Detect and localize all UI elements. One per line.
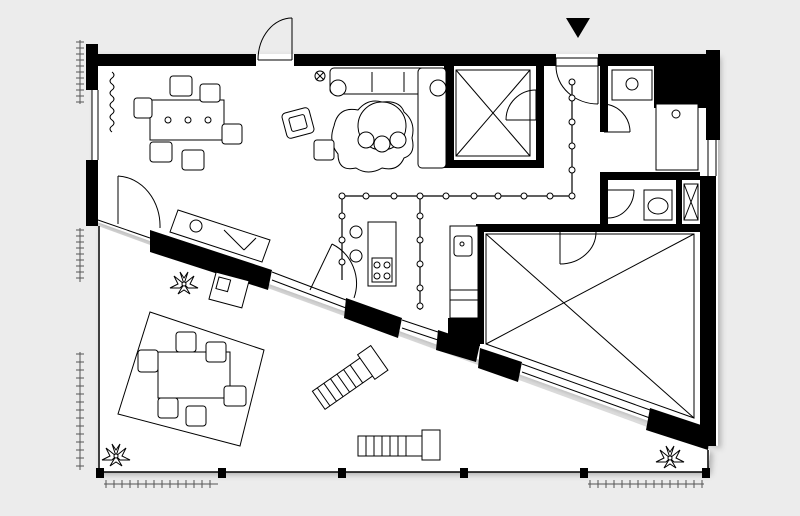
void-door[interactable]: [559, 231, 597, 265]
facade-post-2: [344, 298, 402, 338]
railing-left-top: [76, 40, 84, 104]
terrace-post-6: [702, 468, 710, 478]
terrace-floor: [98, 226, 710, 472]
facade-post-4: [478, 348, 522, 382]
railings: [76, 40, 704, 488]
bathroom-door[interactable]: [603, 103, 631, 133]
bath-block: [654, 66, 706, 108]
right-wall-lower: [700, 176, 716, 446]
sun-lounger-1: [311, 344, 389, 411]
terrace-door-kitchen[interactable]: [309, 243, 357, 299]
shower-wall-bottom: [444, 160, 544, 168]
terrace-door-left[interactable]: [117, 175, 161, 229]
interior-floor: [92, 54, 718, 446]
right-wall: [706, 50, 720, 140]
dining-table: [149, 99, 225, 141]
shower-wall-left: [444, 66, 454, 168]
shower-door[interactable]: [505, 89, 537, 121]
bath-wall-left: [600, 66, 608, 132]
kitchen-column: [448, 318, 480, 346]
glazing: [91, 90, 717, 419]
sun-lounger-2: [357, 429, 441, 461]
railing-left-bottom: [76, 352, 84, 470]
facade-post-5: [646, 408, 710, 450]
left-wall-bottom: [86, 160, 98, 226]
shower-wall-right: [536, 66, 544, 168]
facade-post-1: [150, 230, 272, 290]
top-wall-mid: [294, 54, 556, 66]
dining-set-terrace: [117, 311, 265, 447]
sofa: [329, 67, 447, 169]
toilet-wall-left: [600, 180, 608, 224]
curtain: [109, 71, 115, 133]
toilet-fixtures: [643, 183, 699, 221]
top-wall-left: [86, 54, 256, 66]
top-door[interactable]: [257, 17, 293, 61]
railing-left-mid: [76, 228, 84, 282]
terrace-post-4: [460, 468, 468, 478]
terrace-chair: [208, 271, 250, 309]
void-stair: [485, 233, 695, 419]
floor-areas: [92, 54, 718, 472]
shower-room: [455, 69, 531, 157]
toilet-wall-right: [676, 180, 682, 224]
walls: [86, 44, 720, 478]
bath-wall-bottom: [600, 172, 700, 180]
down-triangle-icon: [566, 18, 590, 38]
railing-bottom-left: [104, 480, 218, 488]
void-wall-left: [476, 224, 484, 344]
top-wall-right: [598, 54, 720, 66]
armchair: [281, 107, 335, 161]
terrace-edges: [98, 226, 709, 473]
railing-bottom-right: [588, 480, 704, 488]
plant-icon: [101, 271, 685, 469]
terrace-post-1: [96, 468, 104, 478]
kitchen-counter: [449, 225, 479, 319]
rug: [331, 100, 414, 173]
doors: [117, 17, 635, 299]
void-wall-top: [476, 224, 700, 232]
track-lights: [338, 78, 576, 310]
entry-door[interactable]: [555, 57, 599, 105]
terrace-post-3: [338, 468, 346, 478]
left-wall-top: [86, 44, 98, 90]
terrace-post-2: [218, 468, 226, 478]
sideboard: [169, 209, 271, 263]
terrace-post-5: [580, 468, 588, 478]
toilet-door[interactable]: [607, 189, 635, 219]
dining-set-interior: [133, 75, 243, 171]
bathroom-fixtures: [611, 69, 699, 171]
kitchen-island: [349, 221, 397, 287]
